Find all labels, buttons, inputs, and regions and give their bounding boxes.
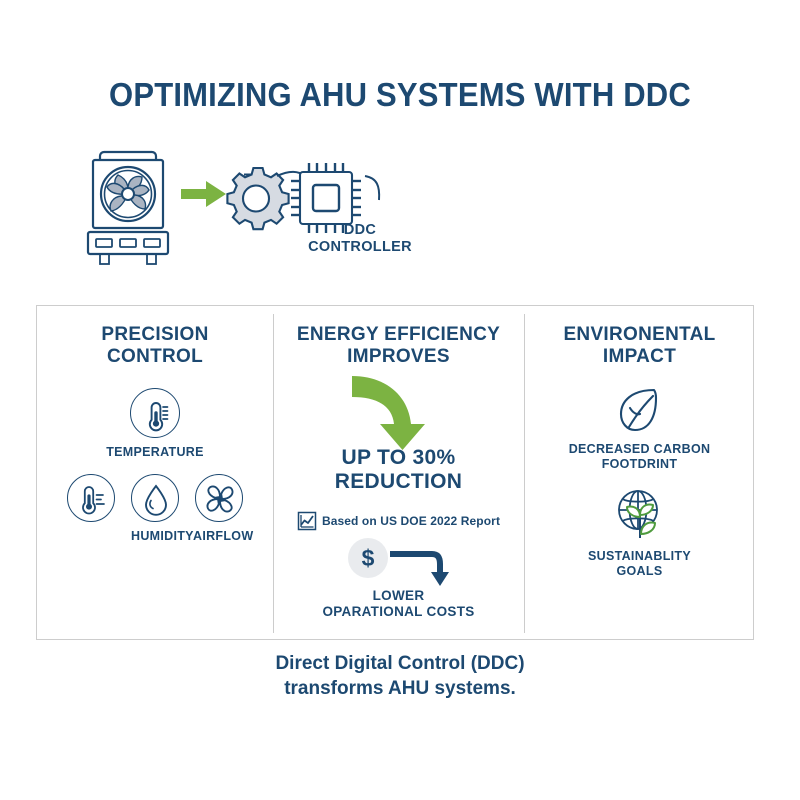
thermometer-icon-circle [130, 388, 180, 438]
stat-line1: UP TO 30% [341, 446, 456, 469]
money-row: $ [273, 538, 524, 586]
thermometer-icon [148, 402, 169, 432]
ddc-controller-label-line2: CONTROLLER [308, 238, 412, 255]
stat-line2: REDUCTION [334, 470, 463, 494]
green-right-arrow-icon [181, 181, 226, 207]
title-line2: CONTROL [106, 346, 204, 368]
fan-icon-circle [195, 474, 243, 522]
label-line2: FOOTDRINT [601, 457, 678, 471]
caption-airflow: AIRFLOW [193, 529, 254, 543]
fan-icon [206, 485, 234, 513]
title-line2: IMPACT [602, 346, 677, 368]
air-handling-unit-icon [86, 150, 170, 265]
energy-stat: UP TO 30% REDUCTION [273, 446, 524, 495]
cost-line1: LOWER [372, 588, 425, 603]
label-line1: DECREASED CARBON [568, 442, 711, 456]
title-line1: PRECISION [101, 324, 209, 345]
ddc-controller-label-line1: DDC [343, 222, 377, 238]
globe-plant-icon [612, 486, 668, 544]
column-energy-efficiency: ENERGY EFFICIENCY IMPROVES UP TO 30% RED… [273, 306, 524, 641]
column-divider-2 [524, 314, 525, 633]
elbow-down-arrow-icon [390, 551, 449, 586]
footer-caption: Direct Digital Control (DDC) transforms … [0, 652, 800, 701]
green-curved-down-arrow-icon [348, 372, 453, 452]
page-title: OPTIMIZING AHU SYSTEMS WITH DDC [108, 76, 691, 113]
footer-line1: Direct Digital Control (DDC) [275, 653, 525, 674]
leaf-svg [619, 388, 658, 432]
label-line1: SUSTAINABLITY [588, 549, 691, 563]
microchip-icon [291, 163, 361, 233]
column-divider-1 [273, 314, 274, 633]
caption-decreased-carbon-footprint: DECREASED CARBON FOOTDRINT [524, 442, 755, 472]
column-title-precision-control: PRECISION CONTROL [37, 324, 273, 369]
leaf-icon [613, 384, 667, 438]
gear-icon [226, 166, 290, 231]
title-line1: ENVIRONENTAL [563, 324, 716, 345]
label-line2: GOALS [616, 564, 663, 578]
ddc-controller-label: DDC CONTROLLER [295, 222, 425, 255]
caption-sustainability-goals: SUSTAINABLITY GOALS [524, 549, 755, 579]
dollar-sign-icon: $ [348, 538, 388, 578]
three-column-panel: PRECISION CONTROL TEMPERAT [36, 305, 754, 640]
caption-lower-operational-costs: LOWER OPARATIONAL COSTS [273, 588, 524, 620]
connector-line-right [364, 175, 381, 201]
cost-line2: OPARATIONAL COSTS [322, 604, 475, 620]
hero-illustration [80, 140, 420, 275]
caption-humidity: HUMIDITY [131, 529, 194, 543]
thermometer-motion-icon [82, 486, 105, 515]
hero-diagram-svg [86, 150, 381, 265]
title-line1: ENERGY EFFICIENCY [296, 324, 501, 345]
source-text: Based on US DOE 2022 Report [321, 514, 501, 528]
thermometer-motion-icon-circle [67, 474, 115, 522]
title-line2: IMPROVES [347, 346, 450, 368]
column-environmental-impact: ENVIRONENTAL IMPACT DECREASED CARBON FOO… [524, 306, 755, 641]
line-chart-icon [297, 511, 317, 531]
column-precision-control: PRECISION CONTROL TEMPERAT [37, 306, 273, 641]
curved-arrow-svg [352, 376, 425, 450]
water-drop-icon-circle [131, 474, 179, 522]
water-drop-icon [145, 484, 167, 516]
column-title-energy-efficiency: ENERGY EFFICIENCY IMPROVES [273, 324, 524, 369]
globe-plant-svg [618, 490, 658, 538]
footer-line2: transforms AHU systems. [284, 677, 516, 699]
column-title-environmental-impact: ENVIRONENTAL IMPACT [524, 324, 755, 369]
caption-temperature: TEMPERATURE [106, 445, 204, 459]
source-row: Based on US DOE 2022 Report [273, 511, 524, 531]
